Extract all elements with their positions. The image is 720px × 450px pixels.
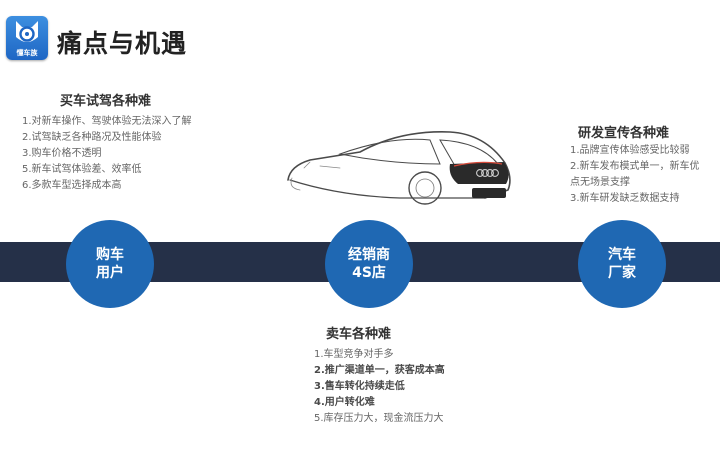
page-title: 痛点与机遇 — [57, 29, 188, 58]
maker-section-title: 研发宣传各种难 — [578, 126, 670, 141]
node-label: 用户 — [96, 265, 124, 281]
node-dealer: 经销商 4S店 — [325, 220, 413, 308]
list-item: 3.售车转化持续走低 — [314, 381, 405, 392]
node-label: 厂家 — [608, 265, 636, 281]
list-item: 1.品牌宣传体验感受比较弱 — [570, 145, 690, 156]
list-item: 3.购车价格不透明 — [22, 148, 102, 159]
node-label: 经销商 — [348, 247, 390, 263]
car-sketch-image — [287, 131, 511, 205]
list-item: 2.新车发布模式单一，新车优 — [570, 161, 700, 172]
node-maker: 汽车 厂家 — [578, 220, 666, 308]
cat-face-icon — [16, 21, 38, 42]
node-buyer: 购车 用户 — [66, 220, 154, 308]
node-label: 4S店 — [352, 265, 386, 281]
list-item: 2.试驾缺乏各种路况及性能体验 — [22, 132, 162, 143]
list-item: 6.多款车型选择成本高 — [22, 180, 122, 191]
list-item: 2.推广渠道单一，获客成本高 — [314, 365, 445, 376]
list-item: 5.库存压力大，现金流压力大 — [314, 413, 444, 424]
node-label: 购车 — [96, 247, 124, 263]
list-item: 3.新车研发缺乏数据支持 — [570, 193, 680, 204]
dealer-pain-list: 1.车型竞争对手多 2.推广渠道单一，获客成本高 3.售车转化持续走低 4.用户… — [314, 347, 445, 427]
dealer-section-title: 卖车各种难 — [326, 327, 392, 342]
node-label: 汽车 — [608, 247, 636, 263]
list-item: 5.新车试驾体验差、效率低 — [22, 164, 142, 175]
list-item: 4.用户转化难 — [314, 397, 375, 408]
buyer-section-title: 买车试驾各种难 — [60, 94, 152, 109]
list-item: 点无场景支撑 — [570, 177, 630, 188]
app-logo: 懂车族 — [6, 16, 48, 60]
list-item: 1.车型竞争对手多 — [314, 349, 394, 360]
buyer-pain-list: 1.对新车操作、驾驶体验无法深入了解 2.试驾缺乏各种路况及性能体验 3.购车价… — [22, 114, 192, 194]
list-item: 1.对新车操作、驾驶体验无法深入了解 — [22, 116, 192, 127]
logo-text: 懂车族 — [16, 49, 38, 57]
maker-pain-list: 1.品牌宣传体验感受比较弱 2.新车发布模式单一，新车优 点无场景支撑 3.新车… — [570, 143, 700, 207]
